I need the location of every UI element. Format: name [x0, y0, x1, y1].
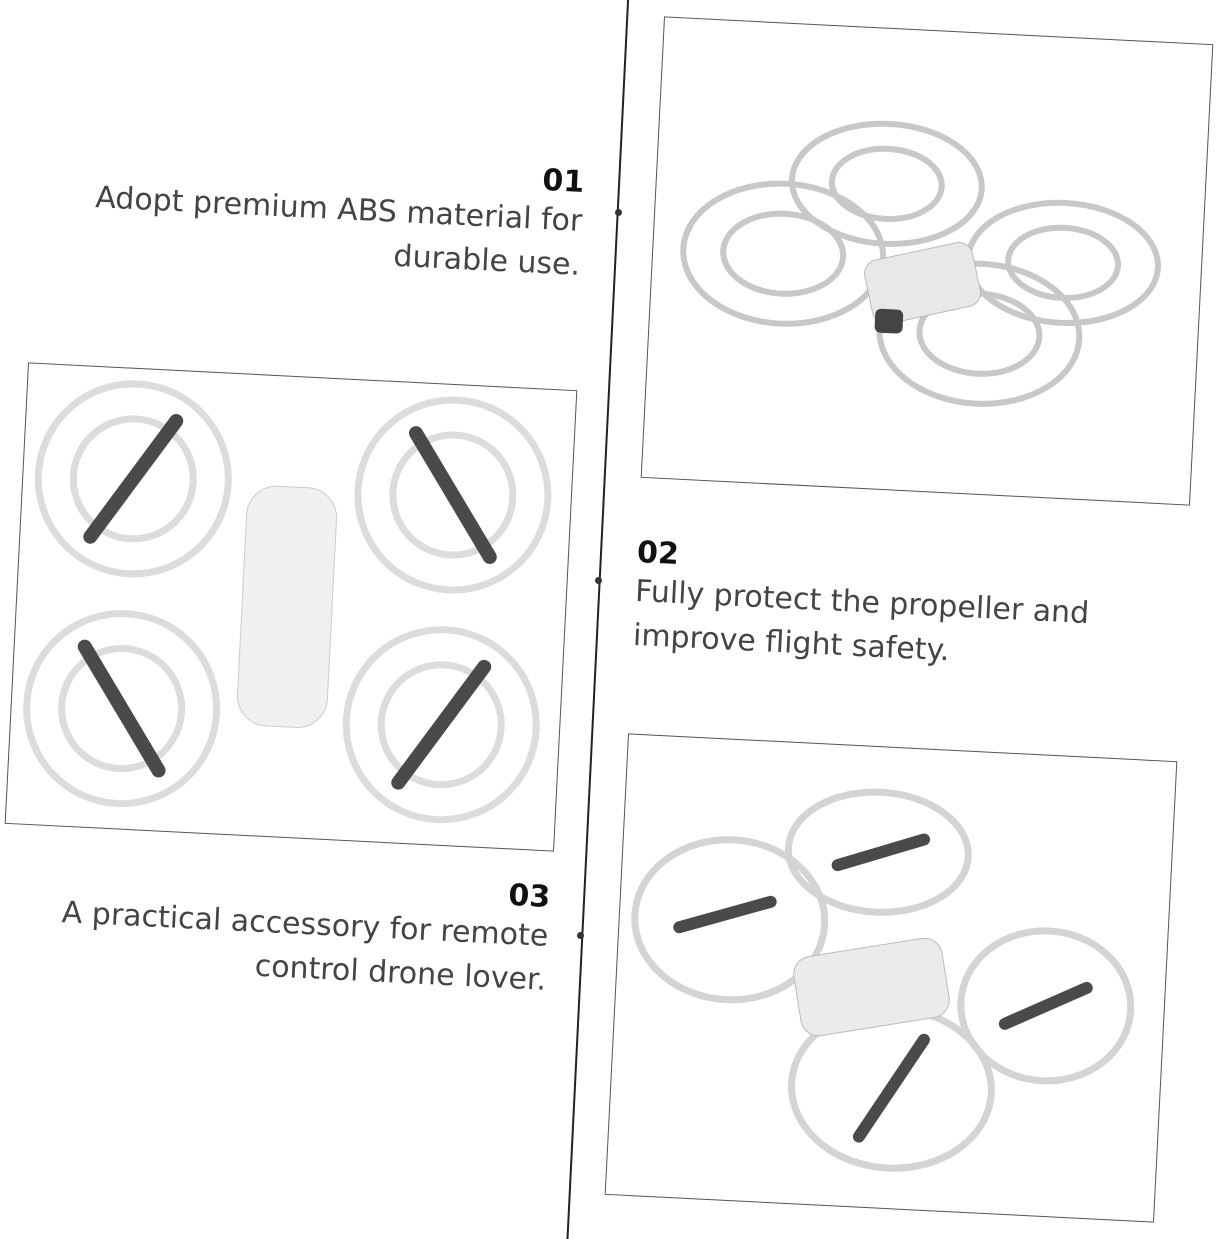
- bullet-dot-3: [577, 932, 584, 939]
- bullet-dot-2: [595, 577, 602, 584]
- drone-illustration: [23, 380, 552, 824]
- drone-photo-front: [604, 733, 1178, 1223]
- bullet-dot-1: [615, 209, 622, 216]
- feature-01: 01 Adopt premium ABS material for durabl…: [20, 138, 585, 288]
- drone-photo-angled: [640, 16, 1214, 506]
- feature-03: 03 A practical accessory for remote cont…: [6, 854, 551, 1003]
- feature-02: 02 Fully protect the propeller and impro…: [632, 535, 1157, 683]
- drone-illustration: [680, 120, 1162, 407]
- drone-photo-top: [4, 362, 578, 852]
- drone-illustration: [631, 788, 1135, 1172]
